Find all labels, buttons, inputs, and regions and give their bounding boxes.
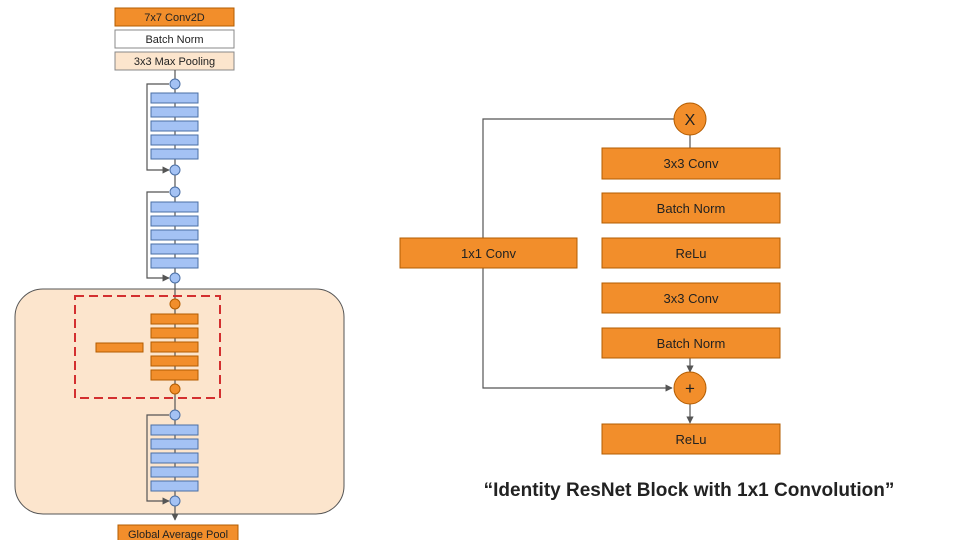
conv3x3-label-1: 3x3 Conv xyxy=(664,156,719,171)
layer xyxy=(150,327,199,339)
layer xyxy=(150,243,199,255)
node xyxy=(169,383,181,395)
skip-connection-4 xyxy=(146,414,170,505)
shortcut-conv1x1-layer xyxy=(399,237,578,269)
block-1 xyxy=(146,78,199,176)
node xyxy=(169,186,181,198)
conv3x3-label-2: 3x3 Conv xyxy=(664,291,719,306)
relu-layer-1 xyxy=(601,237,781,269)
global-avg-pool-layer xyxy=(117,524,239,540)
block-3-highlighted xyxy=(74,295,221,399)
skip-connection-1 xyxy=(146,83,170,174)
layer xyxy=(150,466,199,478)
diagram-caption: “Identity ResNet Block with 1x1 Convolut… xyxy=(484,480,895,501)
layer xyxy=(150,424,199,436)
batch-norm-label-1: Batch Norm xyxy=(657,201,726,216)
shortcut-conv-bar xyxy=(95,342,144,353)
layer xyxy=(150,134,199,146)
shortcut-conv1x1-label: 1x1 Conv xyxy=(461,246,516,261)
input-multiply-node xyxy=(673,102,707,136)
layer xyxy=(150,229,199,241)
global-avg-pool-label: Global Average Pool xyxy=(128,529,228,540)
layer xyxy=(150,92,199,104)
node xyxy=(169,409,181,421)
layer xyxy=(150,341,199,353)
layer xyxy=(150,313,199,325)
relu-label-1: ReLu xyxy=(675,246,706,261)
conv3x3-layer-2 xyxy=(601,282,781,314)
node xyxy=(169,272,181,284)
layer xyxy=(150,201,199,213)
block-detail: X 3x3 Conv Batch Norm ReLu 3x3 Conv Batc… xyxy=(399,102,781,455)
output-relu-label: ReLu xyxy=(675,432,706,447)
conv3x3-layer-1 xyxy=(601,147,781,180)
layer xyxy=(150,480,199,492)
max-pool-label: 3x3 Max Pooling xyxy=(134,56,215,68)
layer xyxy=(150,215,199,227)
layer xyxy=(150,369,199,381)
block-2 xyxy=(146,186,199,284)
batch-norm-label-2: Batch Norm xyxy=(657,336,726,351)
conv7x7-layer xyxy=(114,7,235,27)
layer xyxy=(150,452,199,464)
layer xyxy=(150,120,199,132)
add-node xyxy=(673,371,707,405)
add-symbol: + xyxy=(685,379,695,398)
layer xyxy=(150,355,199,367)
output-relu-layer xyxy=(601,423,781,455)
skip-connection-2 xyxy=(146,191,170,282)
node xyxy=(169,78,181,90)
layer xyxy=(150,438,199,450)
multiply-symbol: X xyxy=(685,112,696,129)
conv7x7-label: 7x7 Conv2D xyxy=(144,12,205,24)
block-4 xyxy=(146,409,199,507)
dashed-selection-box xyxy=(74,295,221,399)
layer xyxy=(150,148,199,160)
batch-norm-layer xyxy=(114,29,235,49)
layer xyxy=(150,257,199,269)
network-stack: 7x7 Conv2D Batch Norm 3x3 Max Pooling xyxy=(14,7,345,540)
node xyxy=(169,164,181,176)
batch-norm-layer-1 xyxy=(601,192,781,224)
layer xyxy=(150,106,199,118)
batch-norm-layer-2 xyxy=(601,327,781,359)
node xyxy=(169,298,181,310)
node xyxy=(169,495,181,507)
batch-norm-label: Batch Norm xyxy=(145,34,203,46)
